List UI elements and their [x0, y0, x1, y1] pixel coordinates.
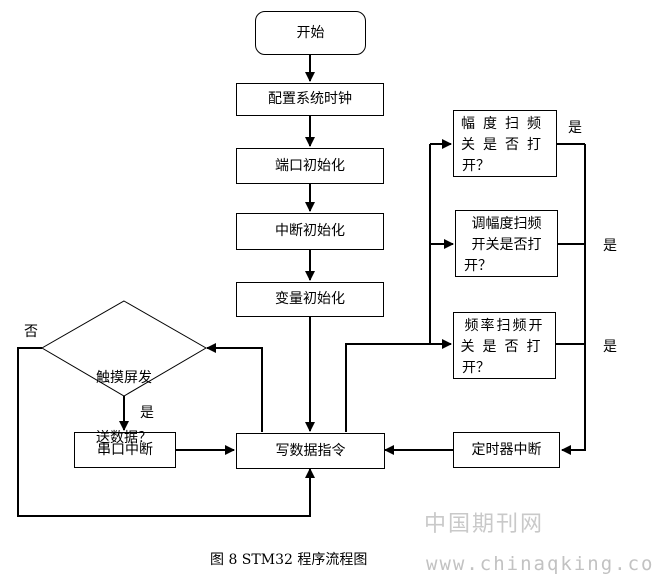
yes-label-amp-sweep: 是: [568, 120, 582, 136]
write-command-node: 写数据指令: [236, 433, 385, 469]
arrow-write-to-touch: [206, 343, 263, 432]
touch-decision-text: 触摸屏发 送数据？: [82, 328, 166, 468]
amp-sweep-line1: 幅度扫频: [461, 116, 549, 132]
figure-caption: 图 8 STM32 程序流程图: [210, 552, 368, 568]
arrow-yes-to-timer: [561, 144, 586, 455]
freq-sweep-line2: 关是否打: [460, 339, 549, 355]
interrupt-init-node: 中断初始化: [236, 213, 384, 250]
start-node: 开始: [255, 11, 366, 55]
uart-interrupt-node: 串口中断: [74, 432, 176, 468]
touch-decision-line2: 送数据？: [96, 430, 152, 446]
touch-decision-diamond: [41, 300, 207, 397]
touch-decision-line1: 触摸屏发: [96, 370, 152, 386]
yes-label-touch: 是: [140, 405, 154, 421]
amp-sweep-line3: 开？: [462, 158, 490, 174]
amp-sweep-decision-node: 幅度扫频 关是否打 开？: [453, 110, 557, 177]
port-init-node: 端口初始化: [236, 148, 384, 184]
variable-init-node: 变量初始化: [236, 282, 384, 317]
freq-sweep-line3: 开？: [462, 360, 490, 376]
no-label: 否: [24, 324, 38, 340]
mod-amp-line2: 开关是否打: [471, 237, 542, 253]
mod-amp-sweep-decision-node: 调幅度扫频 开关是否打 开？: [455, 210, 558, 277]
watermark-url: www.chinaqking.com: [426, 553, 652, 575]
yes-label-mod-amp: 是: [603, 238, 617, 254]
config-clock-node: 配置系统时钟: [236, 83, 384, 116]
watermark-cn: 中国期刊网: [424, 512, 545, 537]
arrow-touch-no-loop: [17, 347, 315, 517]
timer-interrupt-node: 定时器中断: [453, 432, 560, 468]
freq-sweep-decision-node: 频率扫频开 关是否打 开？: [453, 312, 556, 379]
freq-sweep-line1: 频率扫频开: [464, 318, 545, 334]
mod-amp-line3: 开？: [464, 258, 492, 274]
mod-amp-line1: 调幅度扫频: [471, 216, 542, 232]
amp-sweep-line2: 关是否打: [461, 137, 549, 153]
yes-label-freq-sweep: 是: [603, 339, 617, 355]
